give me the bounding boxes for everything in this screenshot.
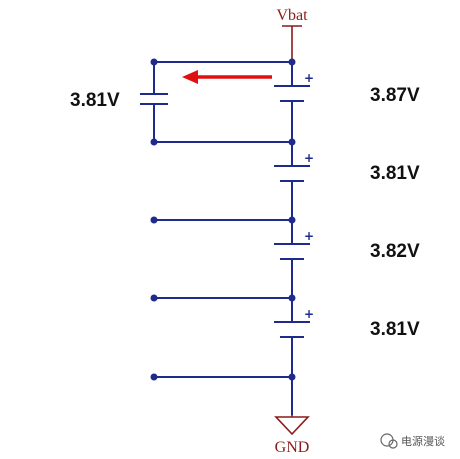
vbat-label: Vbat: [276, 7, 308, 24]
watermark-text: 电源漫谈: [401, 434, 445, 448]
battery-cell-1: +: [274, 71, 314, 102]
ground-symbol: [274, 415, 310, 436]
watermark: 电源漫谈: [380, 433, 445, 449]
charge-transfer-arrow: [182, 70, 272, 84]
svg-text:+: +: [304, 151, 314, 165]
battery-cell-3: +: [274, 229, 314, 260]
cell-4-voltage-label: 3.81V: [370, 319, 420, 340]
svg-text:+: +: [304, 71, 314, 85]
battery-cell-4: +: [274, 307, 314, 338]
external-cell-voltage-label: 3.81V: [70, 90, 120, 111]
cell-2-voltage-label: 3.81V: [370, 163, 420, 184]
svg-text:+: +: [304, 229, 314, 243]
cell-1-voltage-label: 3.87V: [370, 85, 420, 106]
gnd-label: GND: [275, 439, 310, 456]
external-capacitor: [140, 93, 168, 105]
battery-cell-2: +: [274, 151, 314, 182]
balancing-loop: [153, 61, 292, 143]
svg-text:+: +: [304, 307, 314, 321]
cell-3-voltage-label: 3.82V: [370, 241, 420, 262]
junction-dots: [150, 58, 296, 381]
